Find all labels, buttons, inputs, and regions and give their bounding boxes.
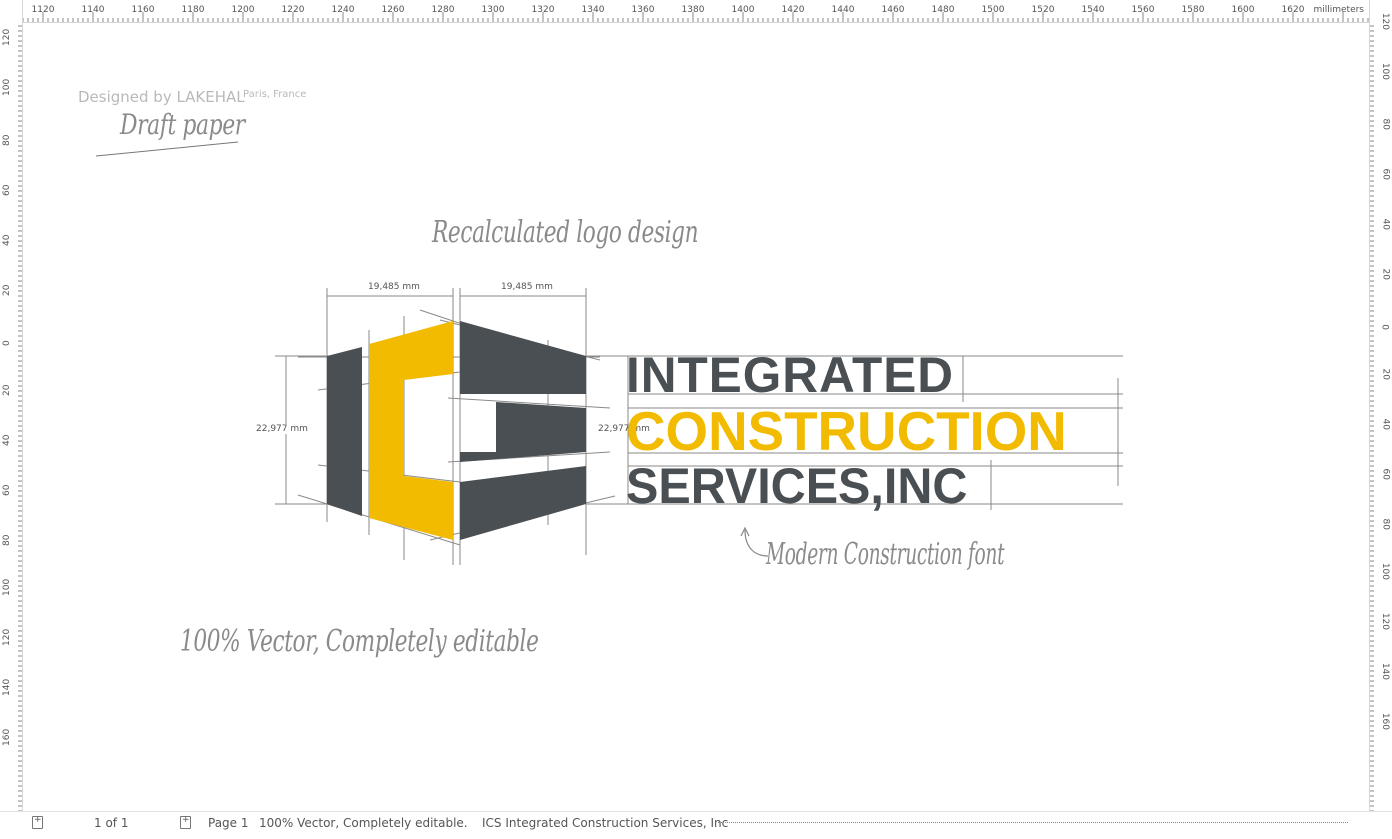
ruler-top-label: 1460: [881, 5, 905, 15]
logo-left-bar: [327, 347, 362, 516]
ruler-right-label: 60: [1380, 168, 1390, 180]
right-ruler-ticks: [1370, 25, 1374, 812]
ruler-top-label: 1200: [231, 5, 255, 15]
ruler-left-label: 20: [2, 384, 12, 396]
ruler-right-label: 100: [1380, 62, 1390, 80]
ruler-top-label: 1380: [681, 5, 705, 15]
ruler-right-label: 40: [1380, 418, 1390, 430]
ruler-right-label: 140: [1380, 662, 1390, 680]
logo-drawing[interactable]: [23, 23, 1369, 813]
arrowhead-icon: [740, 526, 750, 537]
horizontal-scrollbar[interactable]: [718, 822, 1348, 823]
ruler-top-label: 1240: [331, 5, 355, 15]
ruler-top-label: 1160: [131, 5, 155, 15]
logo-yellow-c: [369, 321, 453, 540]
draft-underline: [95, 141, 239, 157]
ruler-right-label: 120: [1380, 12, 1390, 30]
ruler-left-label: 120: [2, 628, 12, 646]
arrow-annotation: [744, 529, 769, 557]
ruler-top-label: 1300: [481, 5, 505, 15]
top-ruler[interactable]: 1120 1140 1160 1180 1200 1220 1240 1260 1280 1300…: [0, 0, 1392, 23]
ruler-top-label: 1540: [1081, 5, 1105, 15]
page-count: 1 of 1: [94, 816, 129, 830]
left-ruler[interactable]: 120 100 80 60 40 20 0 20 40 60 80 100 120 140 160: [0, 0, 23, 834]
ruler-left-label: 100: [2, 78, 12, 96]
ruler-right-label: 60: [1380, 468, 1390, 480]
ruler-left-label: 0: [2, 340, 12, 346]
ruler-top-label: 1400: [731, 5, 755, 15]
ruler-top-label: 1480: [931, 5, 955, 15]
ruler-right-label: 80: [1380, 518, 1390, 530]
ruler-top-label: 1320: [531, 5, 555, 15]
ruler-right-label: 100: [1380, 562, 1390, 580]
ruler-top-label: 1420: [781, 5, 805, 15]
ruler-left-label: 100: [2, 578, 12, 596]
top-ruler-ticks: [17, 12, 1369, 22]
ruler-left-label: 20: [2, 284, 12, 296]
ruler-right-label: 40: [1380, 218, 1390, 230]
drawing-canvas[interactable]: [23, 23, 1369, 813]
right-ruler[interactable]: 120 100 80 60 40 20 0 20 40 60 80 100 120 140 160: [1369, 0, 1392, 834]
ruler-left-label: 160: [2, 728, 12, 746]
ruler-right-label: 0: [1380, 324, 1390, 330]
ruler-top-label: 1620: [1281, 5, 1305, 15]
ruler-left-label: 80: [2, 534, 12, 546]
ruler-right-label: 160: [1380, 712, 1390, 730]
ruler-left-label: 140: [2, 678, 12, 696]
ruler-right-label: 20: [1380, 268, 1390, 280]
ruler-top-label: 1180: [181, 5, 205, 15]
ruler-left-label: 40: [2, 434, 12, 446]
logo-gray-bottom: [460, 466, 586, 540]
ruler-top-label: 1140: [81, 5, 105, 15]
page-add-icon[interactable]: [180, 815, 191, 829]
ruler-top-label: 1520: [1031, 5, 1055, 15]
page-doc-icon[interactable]: [32, 815, 43, 829]
ruler-top-label: 1340: [581, 5, 605, 15]
ruler-left-label: 60: [2, 184, 12, 196]
ruler-top-label: 1500: [981, 5, 1005, 15]
ruler-right-label: 80: [1380, 118, 1390, 130]
ruler-right-label: 120: [1380, 612, 1390, 630]
ruler-left-label: 60: [2, 484, 12, 496]
ruler-top-label: 1360: [631, 5, 655, 15]
ruler-left-label: 120: [2, 28, 12, 46]
ruler-left-label: 40: [2, 234, 12, 246]
ruler-top-label: 1120: [31, 5, 55, 15]
ruler-top-label: 1600: [1231, 5, 1255, 15]
ruler-top-label: 1560: [1131, 5, 1155, 15]
logo-gray-top: [460, 321, 586, 394]
document-title: ICS Integrated Construction Services, In…: [482, 816, 729, 830]
ruler-top-label: 1280: [431, 5, 455, 15]
page-description: 100% Vector, Completely editable.: [259, 816, 468, 830]
ruler-top-label: 1220: [281, 5, 305, 15]
ruler-left-label: 80: [2, 134, 12, 146]
status-bar: 1 of 1 Page 1 100% Vector, Completely ed…: [0, 811, 1392, 834]
left-ruler-ticks: [18, 25, 22, 812]
ruler-right-label: 20: [1380, 368, 1390, 380]
ruler-top-label: 1440: [831, 5, 855, 15]
ruler-top-label: 1580: [1181, 5, 1205, 15]
ruler-top-label: 1260: [381, 5, 405, 15]
logo-gray-middle: [460, 402, 586, 462]
ruler-unit-label: millimeters: [1313, 5, 1364, 15]
page-tab-name[interactable]: Page 1: [208, 816, 249, 830]
